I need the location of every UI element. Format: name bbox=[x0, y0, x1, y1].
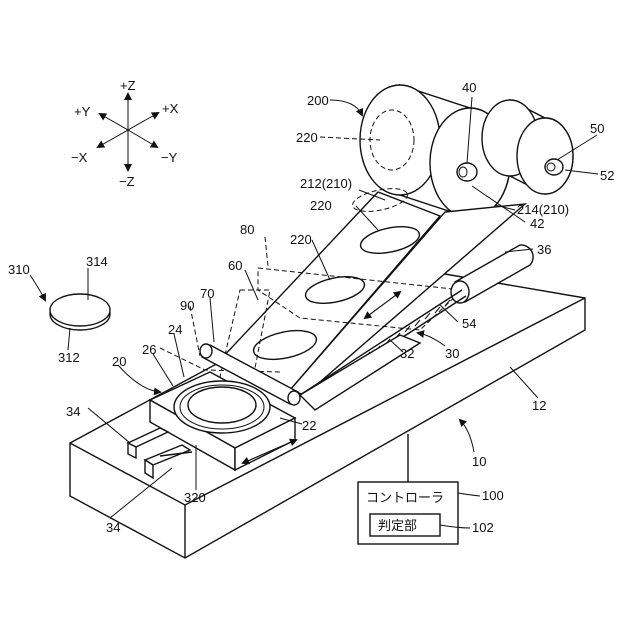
disk-310 bbox=[50, 294, 110, 330]
label-42: 42 bbox=[530, 216, 544, 231]
judge-unit: 判定部 bbox=[378, 519, 417, 534]
label-100: 100 bbox=[482, 488, 504, 503]
label-80: 80 bbox=[240, 222, 254, 237]
label-34-b: 34 bbox=[106, 520, 120, 535]
axis-indicator: +Z −Z +X −X +Y −Y bbox=[71, 78, 179, 189]
label-30: 30 bbox=[445, 346, 459, 361]
label-314: 314 bbox=[86, 254, 108, 269]
axis-plus-z: +Z bbox=[120, 78, 136, 93]
label-52: 52 bbox=[600, 168, 614, 183]
label-60: 60 bbox=[228, 258, 242, 273]
label-12: 12 bbox=[532, 398, 546, 413]
label-36: 36 bbox=[537, 242, 551, 257]
label-102: 102 bbox=[472, 520, 494, 535]
label-26: 26 bbox=[142, 342, 156, 357]
label-20: 20 bbox=[112, 354, 126, 369]
label-312: 312 bbox=[58, 350, 80, 365]
controller-title: コントローラ bbox=[366, 491, 444, 506]
label-220-c: 220 bbox=[290, 232, 312, 247]
label-220-a: 220 bbox=[296, 130, 318, 145]
axis-minus-x: −X bbox=[71, 150, 88, 165]
axis-plus-y: +Y bbox=[74, 104, 91, 119]
label-310: 310 bbox=[8, 262, 30, 277]
label-10: 10 bbox=[472, 454, 486, 469]
label-220-b: 220 bbox=[310, 198, 332, 213]
label-90: 90 bbox=[180, 298, 194, 313]
axis-minus-z: −Z bbox=[119, 174, 135, 189]
label-40: 40 bbox=[462, 80, 476, 95]
label-54: 54 bbox=[462, 316, 476, 331]
label-34-a: 34 bbox=[66, 404, 80, 419]
axis-plus-x: +X bbox=[162, 101, 179, 116]
label-24: 24 bbox=[168, 322, 182, 337]
label-32: 32 bbox=[400, 346, 414, 361]
label-50: 50 bbox=[590, 121, 604, 136]
axis-minus-y: −Y bbox=[161, 150, 178, 165]
label-214: 214(210) bbox=[517, 202, 569, 217]
label-200: 200 bbox=[307, 93, 329, 108]
label-320: 320 bbox=[184, 490, 206, 505]
label-212: 212(210) bbox=[300, 176, 352, 191]
label-22: 22 bbox=[302, 418, 316, 433]
label-70: 70 bbox=[200, 286, 214, 301]
